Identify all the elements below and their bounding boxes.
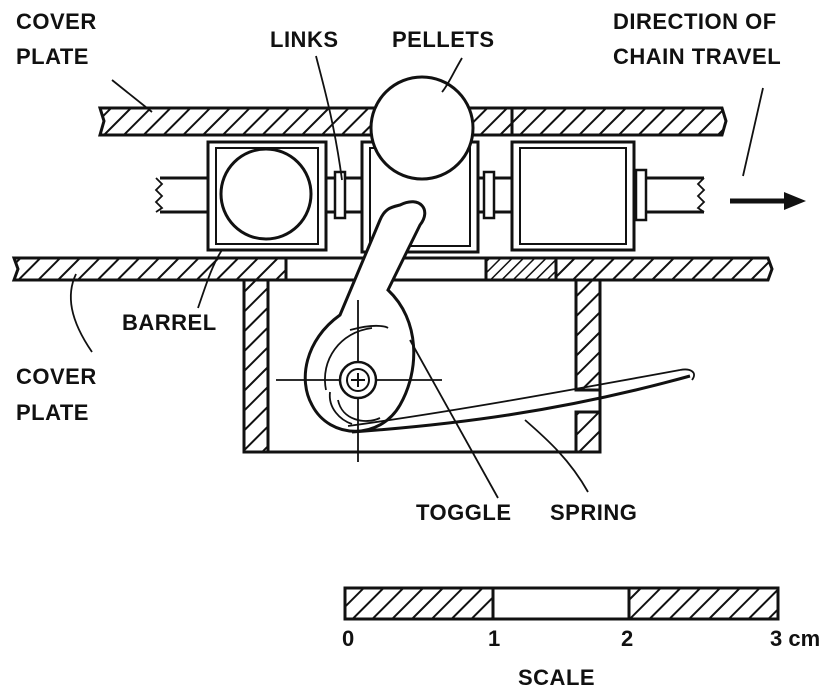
scale-tick-1: 1 [488, 626, 500, 651]
label-spring: SPRING [550, 500, 637, 525]
scale-tick-3: 3 cm [770, 626, 820, 651]
pellet [369, 75, 475, 181]
label-direction-line2: CHAIN TRAVEL [613, 44, 781, 69]
scale-tick-2: 2 [621, 626, 633, 651]
label-direction-line1: DIRECTION OF [613, 9, 777, 34]
label-pellets: PELLETS [392, 27, 495, 52]
direction-arrow-icon [730, 192, 806, 210]
scale-title: SCALE [518, 665, 595, 690]
label-cover-plate-bottom-line1: COVER [16, 364, 97, 389]
scale-tick-0: 0 [342, 626, 354, 651]
label-toggle: TOGGLE [416, 500, 512, 525]
barrel-right [510, 140, 636, 252]
label-cover-plate-top-line1: COVER [16, 9, 97, 34]
label-cover-plate-bottom-line2: PLATE [16, 400, 89, 425]
housing [242, 278, 602, 454]
spring [347, 368, 695, 434]
leader-lines [69, 55, 764, 499]
bottom-cover-plate [11, 256, 774, 282]
chain-links [154, 168, 706, 222]
barrel-left [206, 140, 328, 252]
pivot [276, 300, 442, 462]
scale-bar [343, 586, 780, 621]
label-links: LINKS [270, 27, 339, 52]
label-barrel: BARREL [122, 310, 217, 335]
label-cover-plate-top-line2: PLATE [16, 44, 89, 69]
